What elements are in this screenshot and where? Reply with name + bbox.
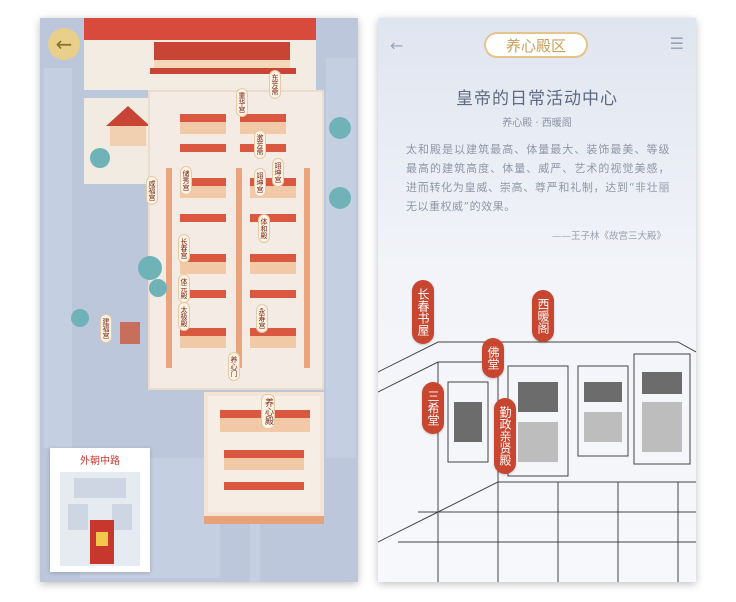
back-button[interactable]: ←	[390, 36, 403, 55]
map-label[interactable]: 翊坤宫	[254, 168, 266, 197]
description-text: 太和殿是以建筑最高、体量最大、装饰最美、等级最高的建筑高度、体量、威严、艺术的视…	[406, 143, 670, 213]
back-arrow-icon: ←	[55, 32, 73, 56]
section-heading: 皇帝的日常活动中心	[456, 89, 618, 109]
menu-icon[interactable]: ☰	[669, 34, 684, 53]
map-label[interactable]: 养心殿	[261, 394, 275, 429]
map-label[interactable]: 养心门	[228, 352, 240, 381]
map-label[interactable]: 体和殿	[258, 214, 270, 243]
map-label[interactable]: 翊坤宫	[272, 158, 284, 187]
hotspot-tag[interactable]: 长春书屋	[412, 280, 434, 344]
map-label[interactable]: 长春宫	[178, 234, 190, 263]
map-label[interactable]: 永寿宫	[256, 304, 268, 333]
map-label[interactable]: 建福宫	[100, 314, 112, 343]
map-label[interactable]: 体元殿	[178, 274, 190, 303]
map-label[interactable]: 漱芳斋	[254, 130, 266, 159]
building-illustration[interactable]	[378, 282, 696, 582]
back-arrow-icon: ←	[390, 36, 404, 55]
minimap[interactable]: 外朝中路	[50, 448, 150, 572]
section-subheading: 养心殿 · 西暖阁	[502, 118, 572, 129]
back-button[interactable]: ←	[48, 28, 80, 60]
detail-screen: ← 养心殿区 ☰ 皇帝的日常活动中心 养心殿 · 西暖阁 太和殿是以建筑最高、体…	[378, 18, 696, 582]
hotspot-tag[interactable]: 西暖阁	[532, 290, 554, 342]
hotspot-tag[interactable]: 勤政亲贤殿	[494, 398, 516, 474]
hotspot-tag[interactable]: 三希堂	[422, 382, 444, 434]
map-label[interactable]: 咸福宫	[146, 176, 158, 205]
minimap-diagram	[60, 472, 140, 566]
quote-attribution: ——王子林《故宫三大殿》	[551, 231, 666, 242]
map-label[interactable]: 储秀宫	[180, 166, 192, 195]
minimap-title: 外朝中路	[80, 456, 120, 467]
map-label[interactable]: 重华宫	[236, 88, 248, 117]
map-label[interactable]: 东芳斋	[269, 70, 281, 99]
hotspot-tag[interactable]: 佛堂	[482, 338, 504, 378]
page-title: 养心殿区	[484, 32, 588, 58]
map-screen: ← 东芳斋 重华宫 翊坤宫 储秀宫 咸福宫 体和殿 长春宫 翊坤宫 体元殿 太极…	[40, 18, 358, 582]
map-label[interactable]: 太极殿	[178, 302, 190, 331]
